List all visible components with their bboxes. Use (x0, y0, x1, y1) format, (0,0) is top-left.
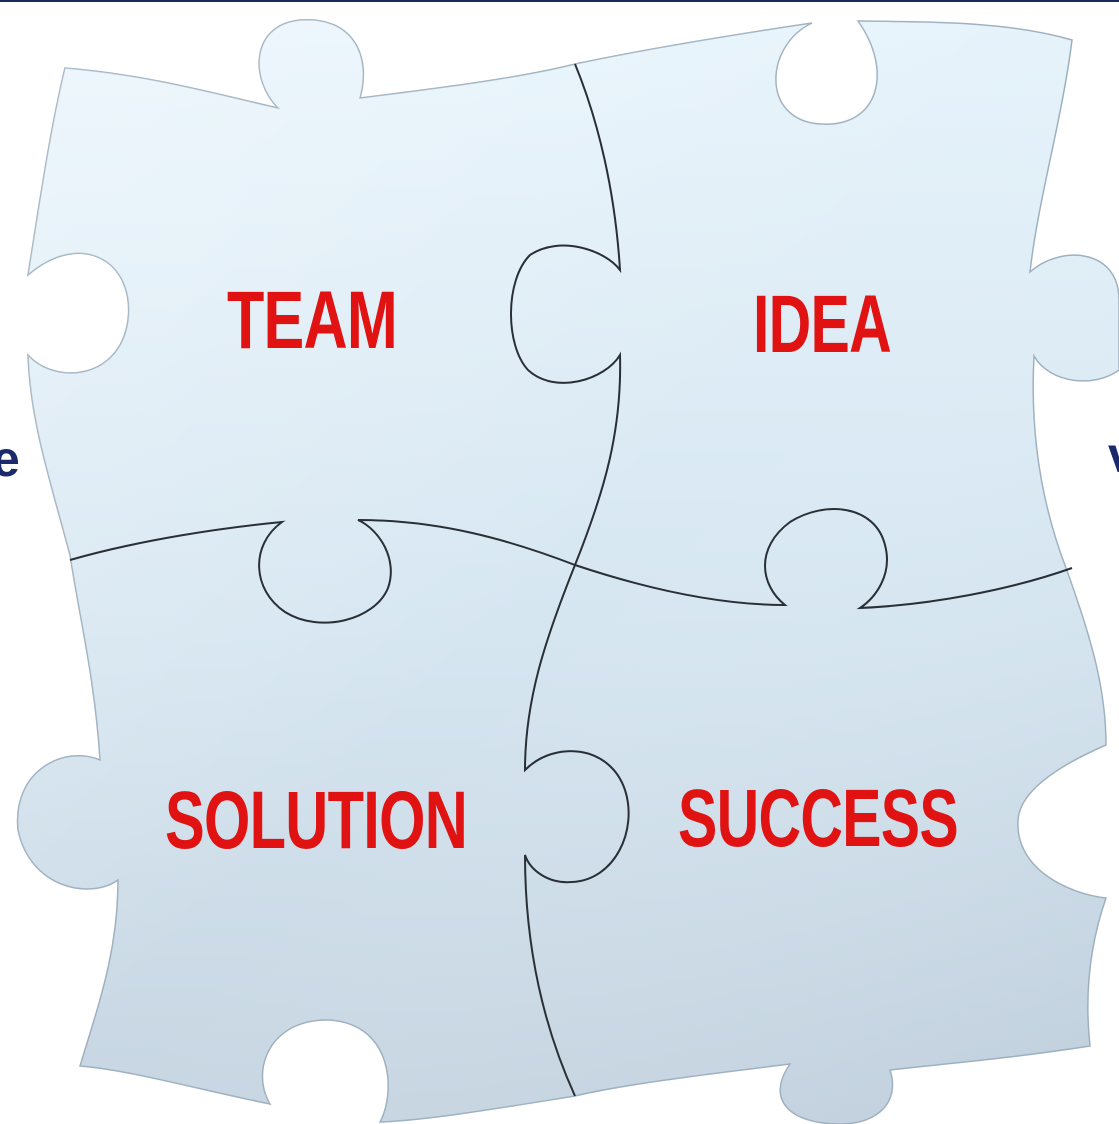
seam-horizontal-right (574, 508, 1073, 610)
puzzle-sheen (17, 19, 1119, 1124)
top-border (0, 0, 1119, 2)
background-text-fragment-left: e (0, 431, 20, 487)
seam-horizontal-left (69, 519, 576, 624)
piece-label-success: SUCCESS (678, 773, 958, 864)
seam-vertical-top (510, 63, 622, 566)
piece-label-idea: IDEA (753, 279, 891, 370)
seam-vertical-bottom (523, 564, 630, 1097)
background-text-fragment-right: v (1108, 430, 1119, 480)
piece-label-team: TEAM (227, 275, 397, 366)
piece-label-solution: SOLUTION (165, 775, 467, 866)
